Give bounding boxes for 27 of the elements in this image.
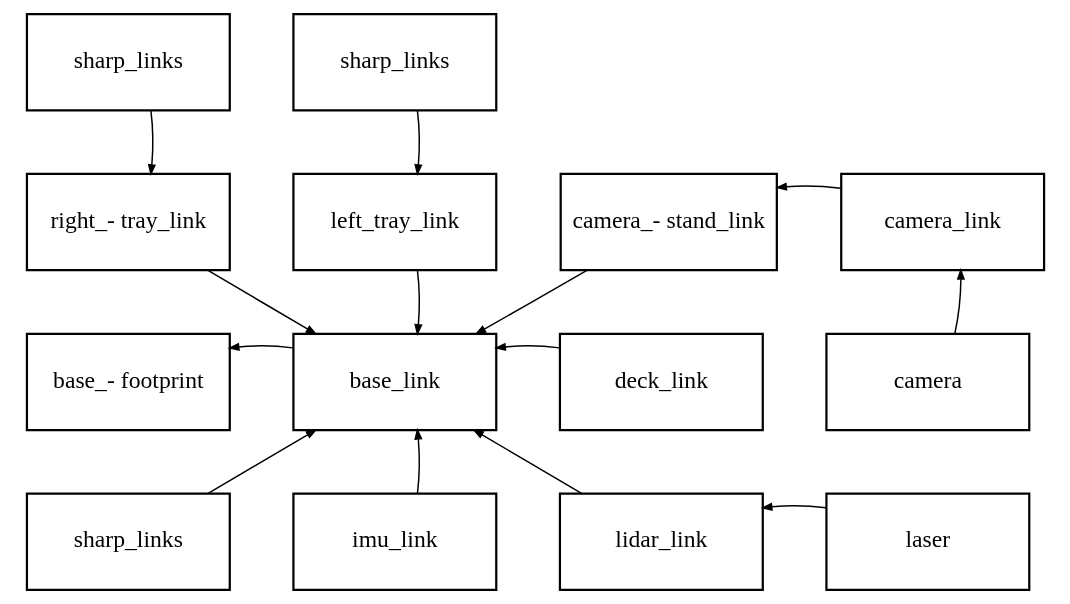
- node-box: deck_link: [558, 332, 764, 432]
- node-box: sharp_links: [291, 12, 497, 112]
- node-box: laser: [824, 492, 1030, 592]
- arrow: [953, 267, 965, 335]
- arrow: [413, 427, 423, 495]
- arrow: [474, 269, 588, 335]
- node-box: sharp_links: [25, 492, 231, 592]
- node-box: camera_link: [839, 172, 1045, 272]
- node-box: left_tray_link: [291, 172, 497, 272]
- node-box: imu_link: [291, 492, 497, 592]
- arrow: [227, 342, 294, 351]
- arrow: [413, 109, 423, 177]
- arrow: [774, 182, 841, 191]
- node-box: base_- footprint: [25, 332, 231, 432]
- arrow: [413, 269, 423, 336]
- node-box: base_link: [291, 332, 497, 432]
- node-box: lidar_link: [558, 492, 764, 592]
- node-box: sharp_links: [25, 12, 231, 112]
- arrow: [206, 428, 318, 495]
- node-box: right_- tray_link: [25, 172, 231, 272]
- arrow: [760, 502, 827, 511]
- arrow: [206, 269, 317, 335]
- node-box: camera: [824, 332, 1030, 432]
- arrow: [471, 428, 583, 495]
- arrow: [147, 109, 156, 177]
- node-box: camera_- stand_link: [559, 172, 778, 272]
- arrow: [493, 342, 560, 351]
